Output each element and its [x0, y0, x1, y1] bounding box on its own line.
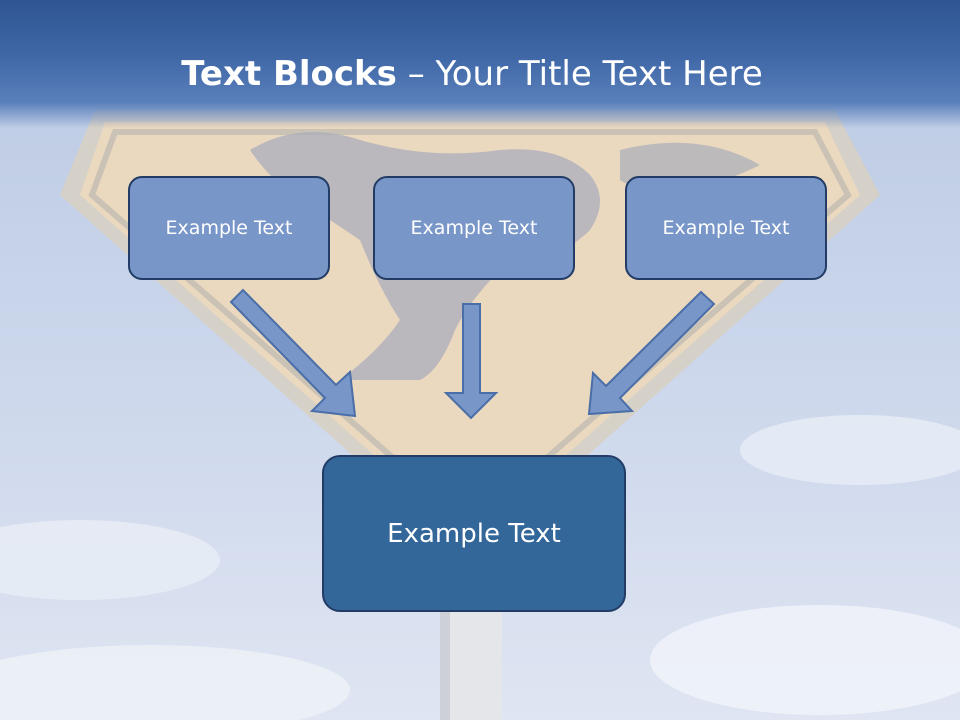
text-block-1[interactable]: Example Text — [128, 176, 330, 280]
target-block-label: Example Text — [387, 518, 561, 549]
text-block-2-label: Example Text — [410, 217, 538, 239]
title-rest-part: – Your Title Text Here — [396, 54, 763, 94]
arrow-right-diagonal — [587, 290, 716, 416]
arrow-center-down — [443, 303, 499, 420]
arrow-left-diagonal — [229, 288, 357, 418]
title-band — [0, 0, 960, 128]
text-block-2[interactable]: Example Text — [373, 176, 575, 280]
text-block-1-label: Example Text — [165, 217, 293, 239]
text-block-3[interactable]: Example Text — [625, 176, 827, 280]
text-block-3-label: Example Text — [662, 217, 790, 239]
slide-title: Text Blocks – Your Title Text Here — [0, 52, 944, 96]
target-block[interactable]: Example Text — [322, 455, 626, 612]
title-bold-part: Text Blocks — [181, 54, 397, 94]
